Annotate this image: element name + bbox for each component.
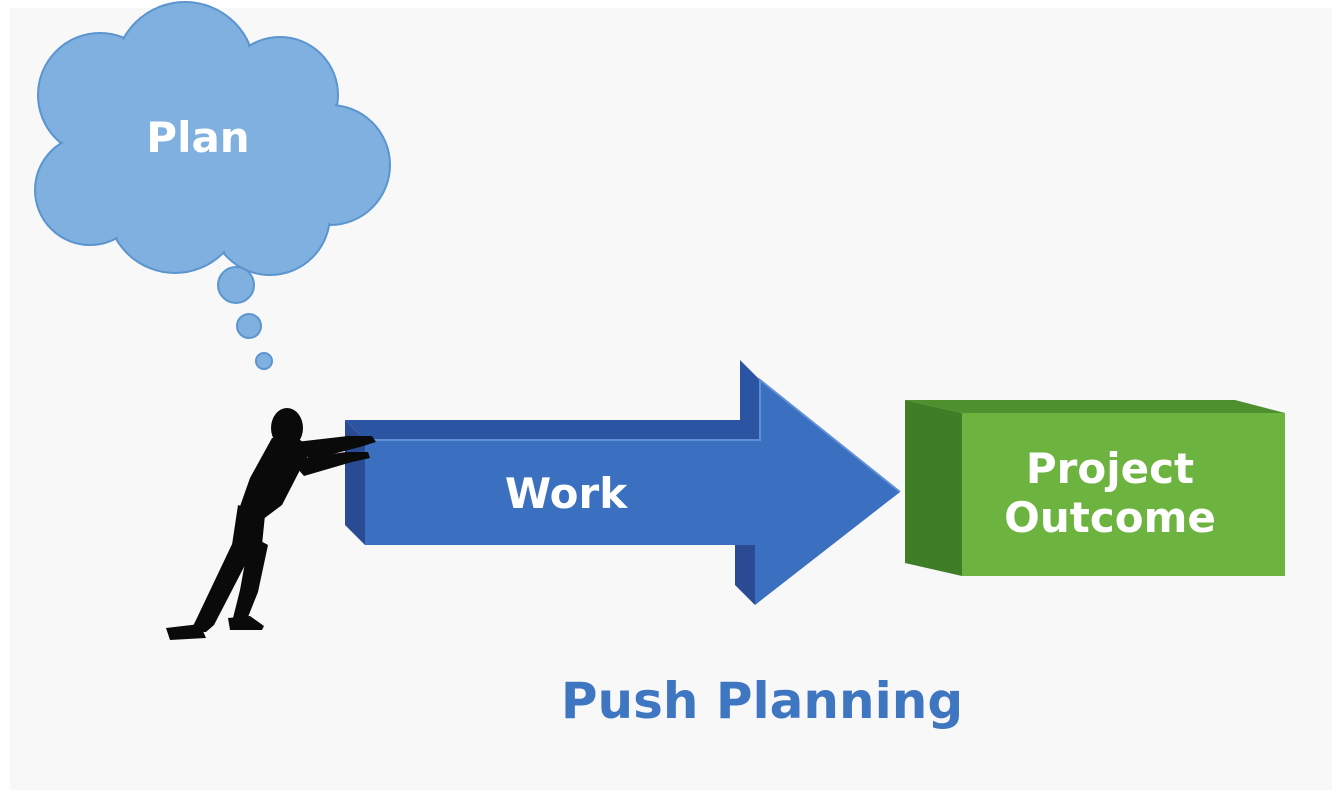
box-label-line2: Outcome [1004,493,1216,542]
box-icon [905,400,1285,576]
thought-dot-medium [236,313,262,339]
caption-title: Push Planning [561,672,963,730]
person-pushing-icon [166,408,376,640]
thought-bubble-dots [217,266,273,370]
box-label-line1: Project [1026,444,1194,493]
thought-dot-small [255,352,273,370]
arrow-label: Work [505,469,628,518]
arrow-icon [345,360,901,605]
cloud-icon [34,1,391,276]
cloud-label: Plan [146,113,249,162]
thought-dot-large [217,266,255,304]
